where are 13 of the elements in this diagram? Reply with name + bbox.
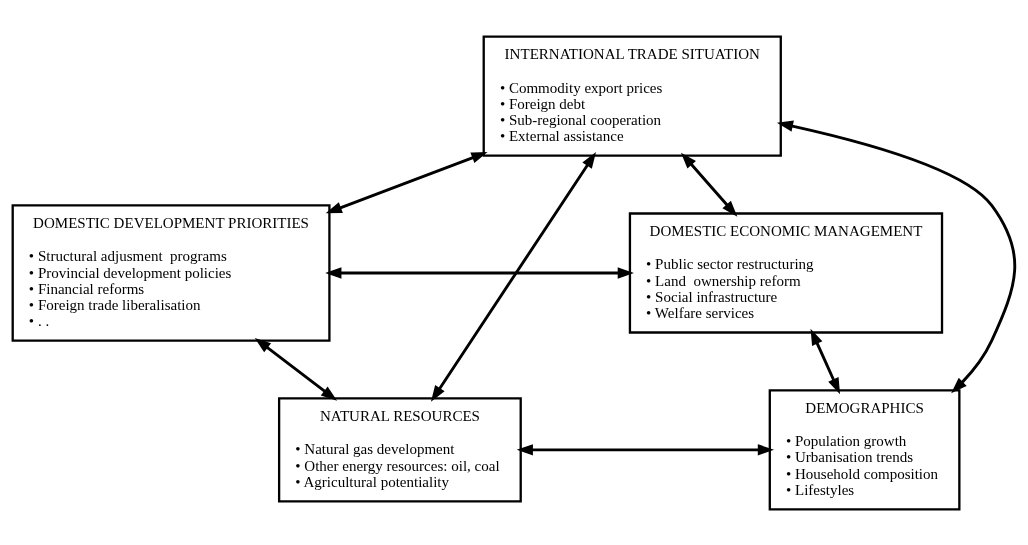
node-box: DOMESTIC DEVELOPMENT PRIORITIES • Structural adjusment programs • Provincial development policies • Financial reforms • Foreign trade liberalisation • . . — [11, 203, 331, 342]
arrow — [254, 337, 338, 401]
arrow — [325, 266, 634, 279]
arrow — [776, 120, 1017, 393]
arrow — [430, 151, 597, 402]
node-box: INTERNATIONAL TRADE SITUATION • Commodity export prices • Foreign debt • Sub-regional cooperation • External assistance — [482, 34, 782, 157]
node-box: NATURAL RESOURCES • Natural gas development • Other energy resources: oil, coal • Agricultural potentiality — [277, 396, 522, 502]
node-box: DEMOGRAPHICS • Population growth • Urbanisation trends • Household composition • Lifestyles — [768, 388, 961, 511]
node-box: DOMESTIC ECONOMIC MANAGEMENT • Public sector restructuring • Land ownership reform • Social infrastructure • Welfare services — [628, 211, 944, 334]
arrow — [681, 152, 738, 217]
arrow — [325, 151, 488, 213]
arrow — [516, 443, 774, 456]
arrow — [810, 328, 841, 394]
